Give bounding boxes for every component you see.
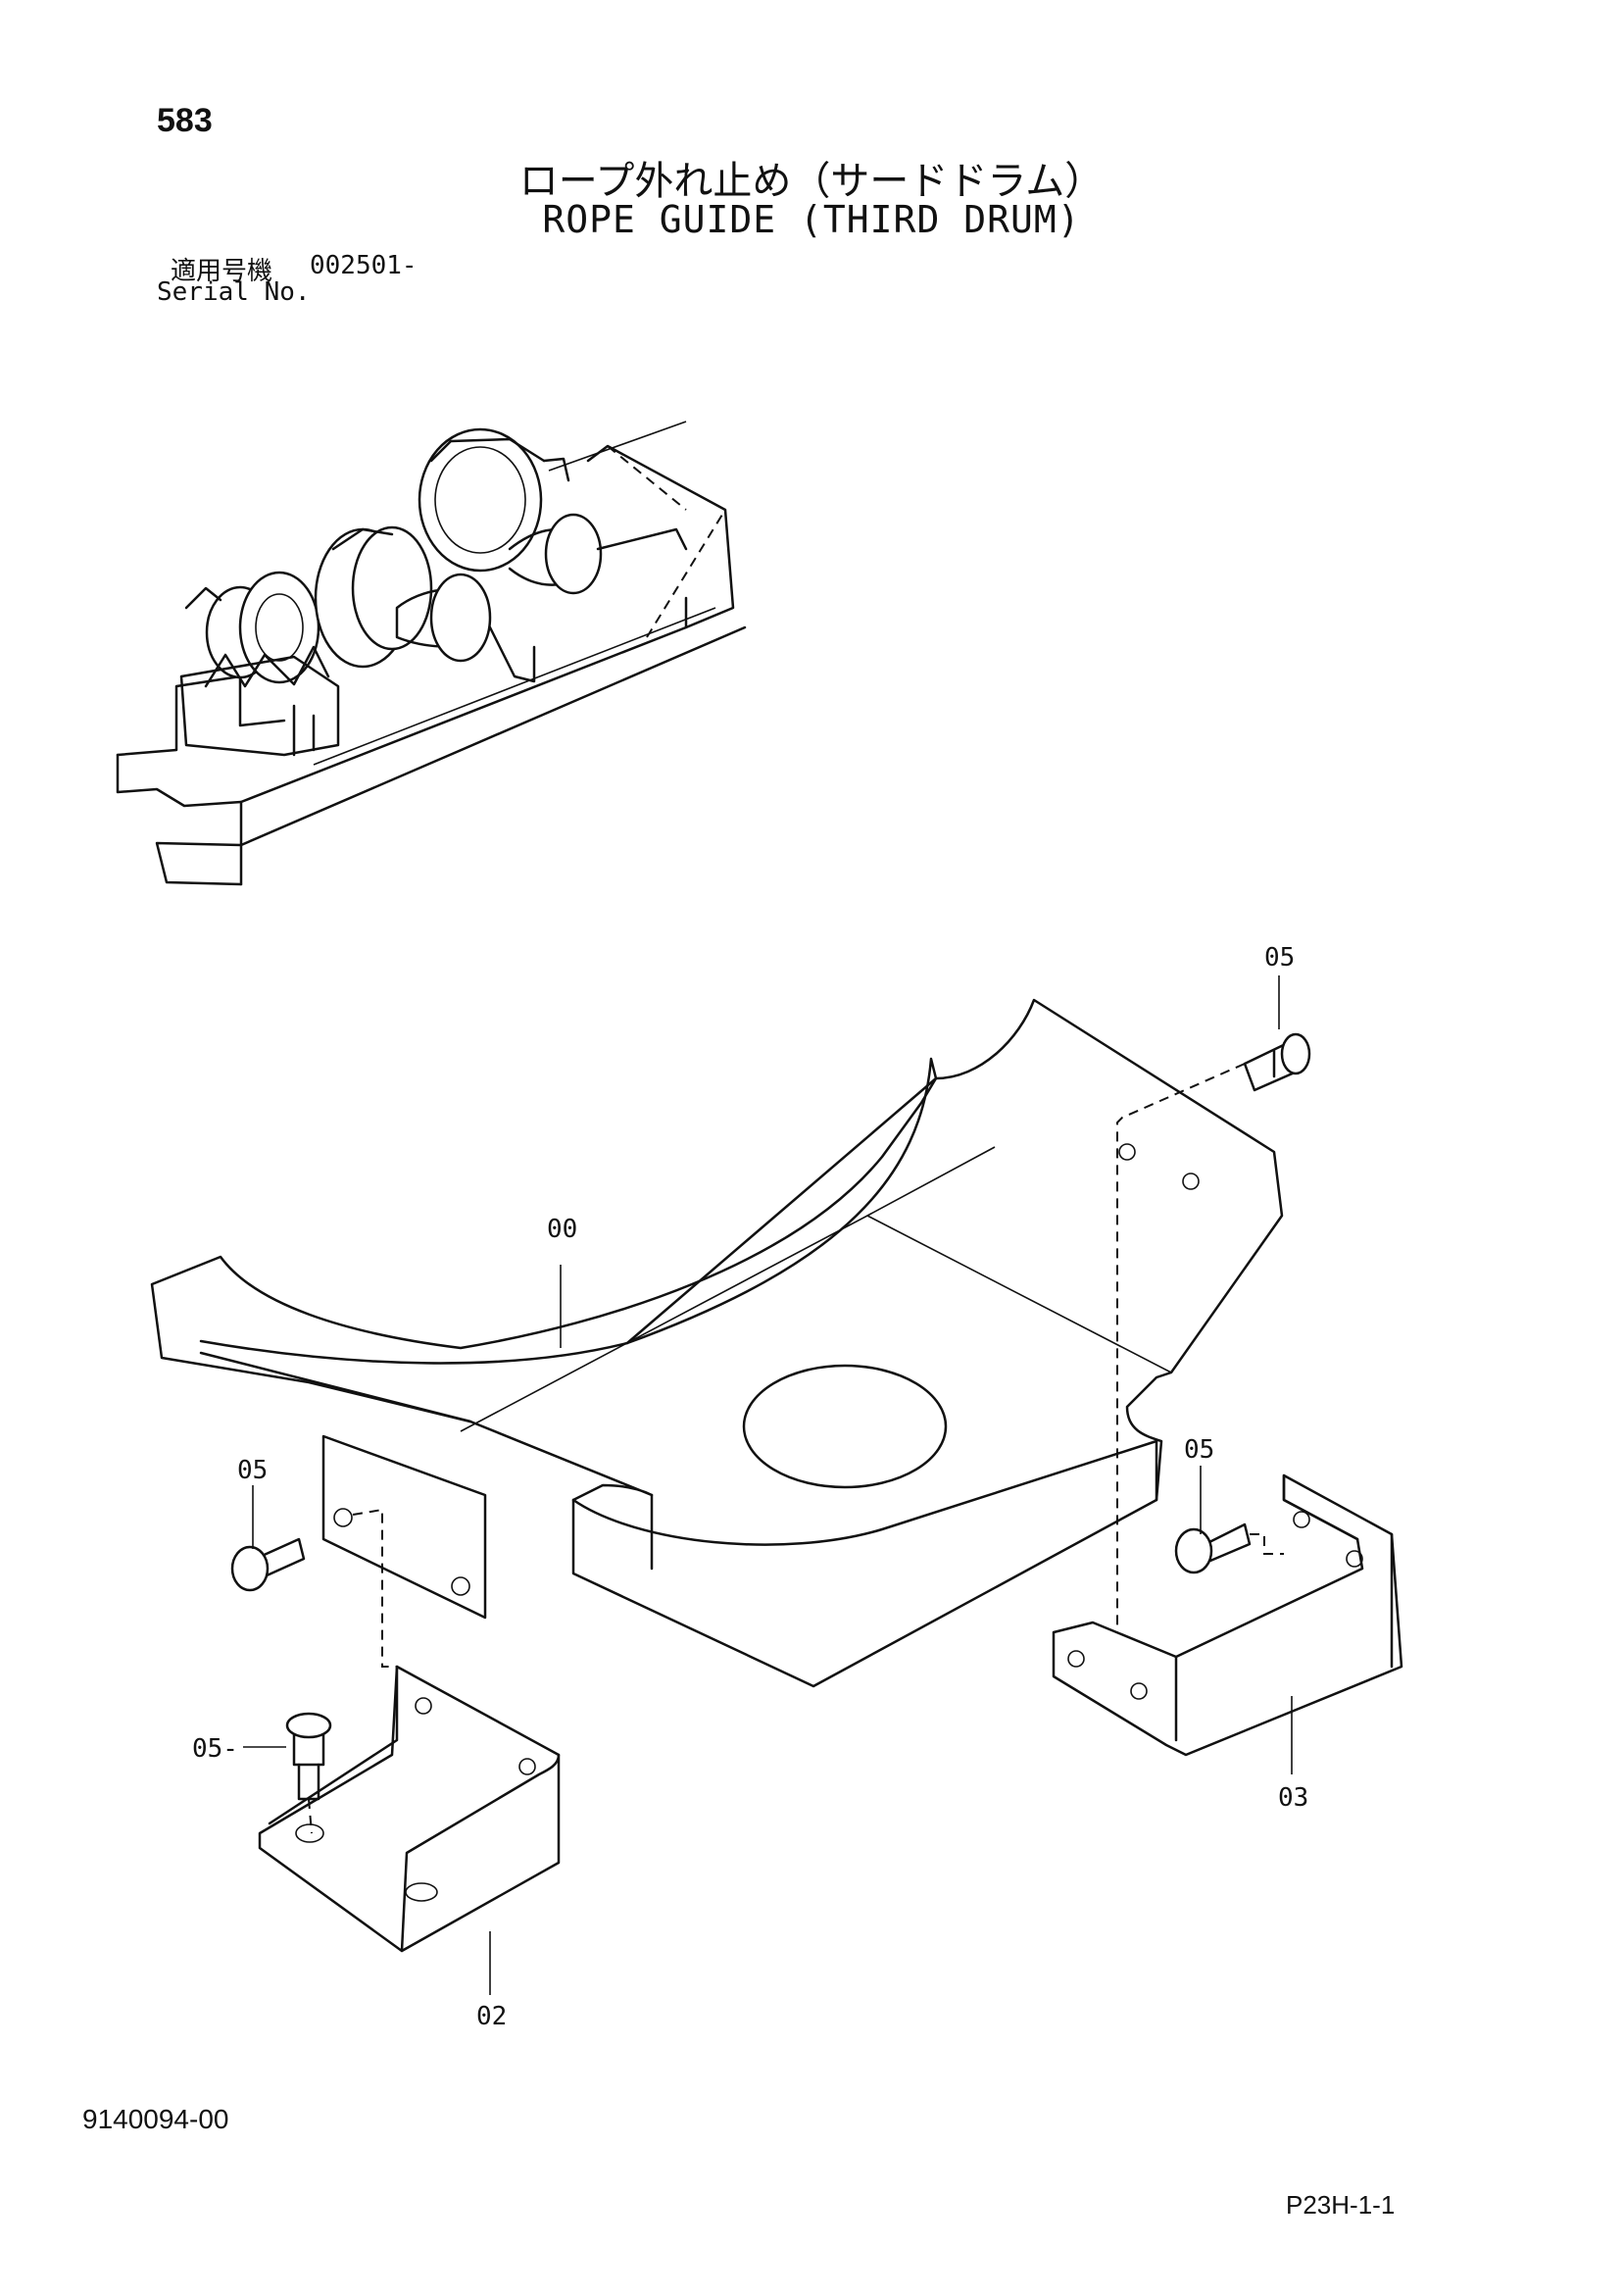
- page-code: P23H-1-1: [1286, 2190, 1396, 2220]
- bolt-left: [230, 1537, 306, 1592]
- assembly-line-left: [352, 1508, 397, 1668]
- serial-label-english: Serial No.: [157, 277, 311, 307]
- callout-03: 03: [1278, 1783, 1308, 1813]
- callout-00: 00: [547, 1215, 577, 1244]
- callout-05-top-right: 05: [1264, 943, 1295, 973]
- bracket-left: [258, 1665, 561, 1953]
- bolt-bottom-left: [285, 1712, 332, 1801]
- callout-02: 02: [476, 2002, 507, 2031]
- title-japanese: ロープ外れ止め（サードドラム）: [518, 159, 1105, 204]
- bolt-right: [1174, 1522, 1252, 1574]
- callout-05-left: 05: [237, 1456, 268, 1485]
- assembly-line-right-bolt: [1250, 1533, 1284, 1555]
- assembly-line-right: [1116, 1063, 1246, 1632]
- drum-assembly-overview: [116, 421, 747, 886]
- callout-05-bottom-left: 05-: [192, 1734, 238, 1764]
- serial-label-japanese: 適用号機: [171, 257, 273, 286]
- serial-value: 002501-: [310, 251, 418, 280]
- rope-guide-main-part: [150, 998, 1284, 1688]
- document-number: 9140094-00: [82, 2104, 229, 2134]
- callout-05-right: 05: [1184, 1435, 1214, 1465]
- title-english: ROPE GUIDE (THIRD DRUM): [542, 198, 1081, 241]
- page-number: 583: [157, 102, 213, 139]
- bracket-right: [1052, 1473, 1403, 1757]
- assembly-line-bottom-bolt: [308, 1798, 313, 1834]
- bolt-top-right: [1243, 1032, 1311, 1092]
